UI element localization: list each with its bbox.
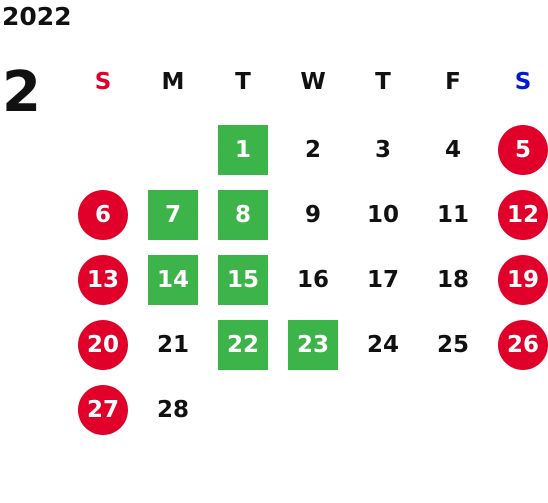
- calendar-month: 2: [2, 60, 41, 125]
- day-1-special: 1: [218, 125, 268, 175]
- day-cell: 20: [68, 313, 138, 378]
- day-cell: 6: [68, 183, 138, 248]
- day-cell: 3: [348, 118, 418, 183]
- day-13-holiday: 13: [78, 255, 128, 305]
- day-12-holiday: 12: [498, 190, 548, 240]
- day-9-normal: 9: [304, 202, 321, 228]
- day-cell: 10: [348, 183, 418, 248]
- day-27-holiday: 27: [78, 385, 128, 435]
- day-19-holiday: 19: [498, 255, 548, 305]
- weekday-weekday-2: T: [235, 69, 251, 95]
- day-cell: 18: [418, 248, 488, 313]
- day-cell: 8: [208, 183, 278, 248]
- day-26-holiday: 26: [498, 320, 548, 370]
- day-cell: 23: [278, 313, 348, 378]
- day-cell: 11: [418, 183, 488, 248]
- day-cell: 24: [348, 313, 418, 378]
- day-28-normal: 28: [156, 397, 189, 423]
- day-8-special: 8: [218, 190, 268, 240]
- day-11-normal: 11: [436, 202, 469, 228]
- day-cell: 4: [418, 118, 488, 183]
- day-6-holiday: 6: [78, 190, 128, 240]
- day-23-special: 23: [288, 320, 338, 370]
- weekday-weekday-4: T: [375, 69, 391, 95]
- day-cell: 17: [348, 248, 418, 313]
- day-cell: 5: [488, 118, 548, 183]
- day-18-normal: 18: [436, 267, 469, 293]
- day-cell: 7: [138, 183, 208, 248]
- day-5-holiday: 5: [498, 125, 548, 175]
- day-cell: 2: [278, 118, 348, 183]
- day-25-normal: 25: [436, 332, 469, 358]
- day-3-normal: 3: [374, 137, 391, 163]
- day-cell: 12: [488, 183, 548, 248]
- day-cell: 15: [208, 248, 278, 313]
- day-17-normal: 17: [366, 267, 399, 293]
- day-cell: 22: [208, 313, 278, 378]
- calendar-year: 2022: [2, 2, 72, 31]
- day-14-special: 14: [148, 255, 198, 305]
- weekday-weekday-3: W: [300, 69, 326, 95]
- day-7-special: 7: [148, 190, 198, 240]
- day-cell: 19: [488, 248, 548, 313]
- day-4-normal: 4: [444, 137, 461, 163]
- day-20-holiday: 20: [78, 320, 128, 370]
- weekday-weekday-1: M: [161, 69, 185, 95]
- day-cell: 1: [208, 118, 278, 183]
- weekday-weekday-5: F: [445, 69, 461, 95]
- weekday-sunday-0: S: [94, 69, 112, 95]
- day-cell: 21: [138, 313, 208, 378]
- day-10-normal: 10: [366, 202, 399, 228]
- day-cell: 16: [278, 248, 348, 313]
- day-24-normal: 24: [366, 332, 399, 358]
- day-cell: 25: [418, 313, 488, 378]
- day-cell: 27: [68, 378, 138, 443]
- day-2-normal: 2: [304, 137, 321, 163]
- day-22-special: 22: [218, 320, 268, 370]
- day-cell: 14: [138, 248, 208, 313]
- day-16-normal: 16: [296, 267, 329, 293]
- day-21-normal: 21: [156, 332, 189, 358]
- weekday-saturday-6: S: [514, 69, 532, 95]
- day-cell: 13: [68, 248, 138, 313]
- day-cell: 9: [278, 183, 348, 248]
- day-15-special: 15: [218, 255, 268, 305]
- day-cell: 26: [488, 313, 548, 378]
- day-cell: 28: [138, 378, 208, 443]
